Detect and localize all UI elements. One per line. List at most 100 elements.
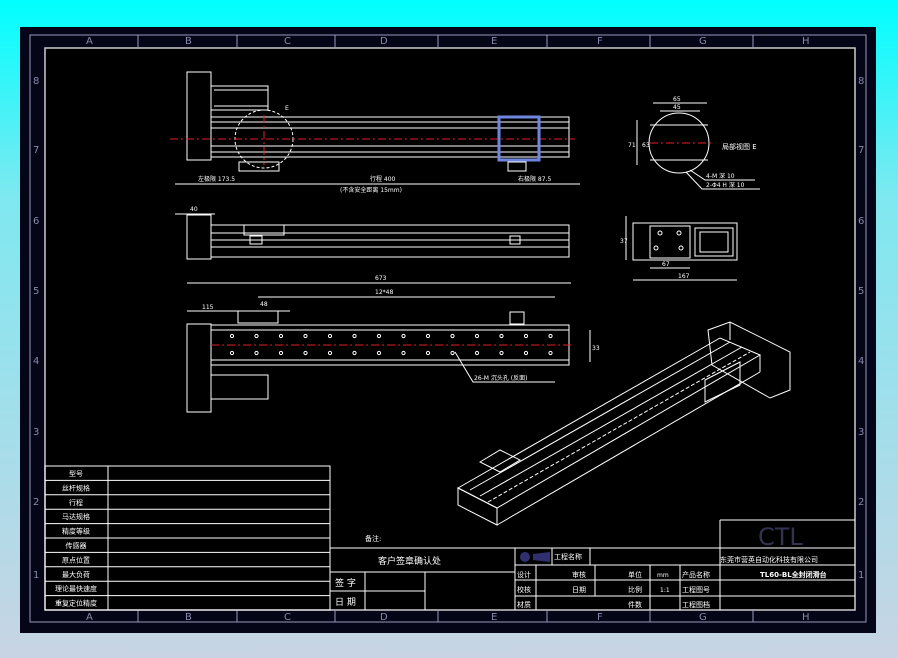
drawing-no-label: 工程图号 [682,585,710,594]
grid-column-label: C [284,36,291,47]
date2-label: 日期 [572,586,586,594]
stroke-label: 行程 400 [370,175,396,183]
dim-37: 37 [620,238,628,245]
mounting-hole [548,350,553,356]
spec-value-cell[interactable] [109,467,329,479]
grid-row-label: 1 [858,570,864,581]
date-label: 日 期 [335,597,356,608]
isometric-view [456,321,791,526]
mounting-hole [450,350,455,356]
detail-marker: E [285,105,289,112]
spec-value-cell[interactable] [109,582,329,594]
grid-row-label: 7 [33,145,39,156]
unit-value: mm [657,572,669,579]
mounting-hole [352,350,357,356]
grid-column-label: B [185,612,192,623]
left-limit-label: 左极限 173.5 [198,175,235,183]
mounting-hole [450,333,455,339]
grid-column-label: E [491,612,497,623]
spec-value-cell[interactable] [109,481,329,493]
mounting-hole [327,350,333,356]
spec-value-cell[interactable] [109,496,329,508]
mounting-hole [352,333,357,339]
spec-value-cell[interactable] [109,525,329,537]
spec-value-cell[interactable] [109,553,329,565]
scale-label: 比例 [628,585,642,594]
mounting-hole [425,350,431,356]
spec-label: 丝杆规格 [62,483,90,492]
spec-label: 重复定位精度 [55,599,97,608]
grid-column-label: F [597,36,603,47]
spec-label: 型号 [69,469,83,478]
unit-label: 单位 [628,570,642,579]
mounting-hole [376,350,382,356]
dim-63: 63 [642,142,650,149]
outer-frame [29,34,867,623]
grid-column-label: H [802,36,810,47]
company-name: 东莞市营英自动化科技有限公司 [720,555,818,564]
mounting-hole [278,350,284,356]
spec-value-cell[interactable] [109,568,329,580]
holes-callout: 26-M 沉头孔 (反面) [474,374,527,382]
grid-row-label: 6 [33,216,39,227]
detail-highlight-box [497,115,541,162]
project-name-label: 工程名称 [554,552,582,561]
spec-value-cell[interactable] [109,597,329,609]
dim-pitch: 12*48 [375,289,393,296]
spec-label: 原点位置 [62,555,90,564]
grid-row-label: 8 [33,76,39,87]
design-label: 设计 [517,570,531,579]
drawing-file-label: 工程图档 [682,600,710,609]
mounting-hole [548,333,553,339]
front-view: E 左极限 173.5 行程 400 右极限 87.5 (不含安全距离 15mm… [170,71,580,194]
mounting-hole [376,333,382,339]
grid-column-label: G [699,36,707,47]
side-view: 40 [175,206,570,260]
company-logo: CTL [758,523,803,551]
detail-view: 65 45 71 63 局部视图 E 4-M 深 10 2-Φ4 H 深 10 [628,96,760,190]
mounting-hole [229,333,235,339]
grid-row-label: 2 [33,497,39,508]
dim-45: 45 [673,104,681,111]
grid-row-label: 8 [858,76,864,87]
grid-column-label: G [699,612,707,623]
mounting-hole [401,333,406,339]
grid-column-label: B [185,36,192,47]
grid-column-label: D [380,36,388,47]
thread-callout-1: 4-M 深 10 [706,172,735,180]
dim-67: 67 [662,261,670,268]
grid-row-label: 3 [858,427,864,438]
dim-65: 65 [673,96,681,103]
inner-frame [44,47,856,611]
detail-view-label: 局部视图 E [722,142,757,151]
mounting-hole [474,350,480,356]
grid-row-label: 4 [858,356,864,367]
spec-value-cell[interactable] [109,510,329,522]
mounting-hole [254,333,259,339]
material-label: 材质 [517,600,531,609]
spec-label: 理论最快速度 [55,584,97,593]
mounting-hole [254,350,259,356]
grid-column-label: E [491,36,497,47]
grid-row-label: 2 [858,497,864,508]
mounting-hole [303,333,308,339]
quantity-label: 件数 [628,600,642,609]
grid-row-label: 7 [858,145,864,156]
title-block: 备注: 客户签章确认处 签 字 日 期 工程名称 设计 审核 单位 mm 产品名… [329,519,855,610]
right-limit-label: 右极限 87.5 [518,175,551,183]
mounting-hole [499,350,504,356]
spec-value-cell[interactable] [109,539,329,551]
check-label: 校核 [517,585,531,594]
grid-row-label: 5 [858,286,864,297]
thread-callout-2: 2-Φ4 H 深 10 [706,181,745,189]
safety-note: (不含安全距离 15mm) [340,186,402,194]
dim-overall: 673 [375,275,387,282]
spec-label: 最大负荷 [62,570,90,579]
end-view: 37 67 167 [620,216,738,281]
grid-column-label: H [802,612,810,623]
sign-label: 签 字 [335,577,356,589]
